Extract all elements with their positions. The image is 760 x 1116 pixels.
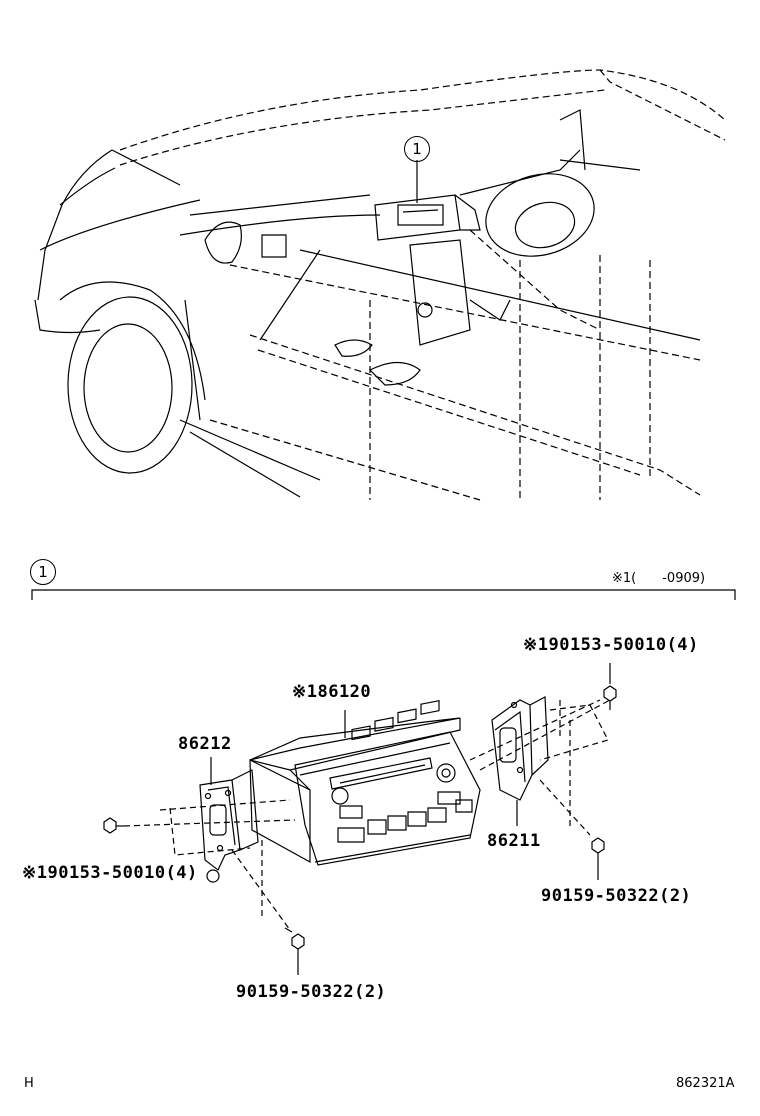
audio-unit-86120 (250, 701, 480, 865)
section-number: 1 (30, 559, 56, 585)
assembly-lines (124, 700, 610, 930)
screw-right (592, 838, 604, 880)
section-note: ※1( -0909) (612, 571, 706, 586)
footer-right: 862321A (676, 1076, 735, 1091)
vehicle-view (35, 70, 725, 500)
bolt-upper-right (604, 663, 616, 710)
screw-bottom (285, 928, 304, 975)
part-label-screw-bottom: 90159-50322(2) (236, 982, 387, 1002)
part-label-86120: ※186120 (292, 682, 372, 702)
part-label-bolt-upper-right: ※190153-50010(4) (523, 635, 699, 655)
part-label-86212: 86212 (178, 734, 232, 754)
bolt-left (104, 818, 124, 833)
callout-1: 1 (404, 136, 430, 162)
bracket-86212 (200, 757, 258, 882)
footer-left: H (24, 1076, 34, 1091)
button-grid (352, 701, 439, 740)
section-bracket (32, 590, 735, 600)
bracket-86211 (492, 697, 548, 826)
exploded-view (104, 663, 616, 975)
part-label-bolt-left: ※190153-50010(4) (22, 863, 198, 883)
part-label-screw-right: 90159-50322(2) (541, 886, 692, 906)
part-label-86211: 86211 (487, 831, 541, 851)
